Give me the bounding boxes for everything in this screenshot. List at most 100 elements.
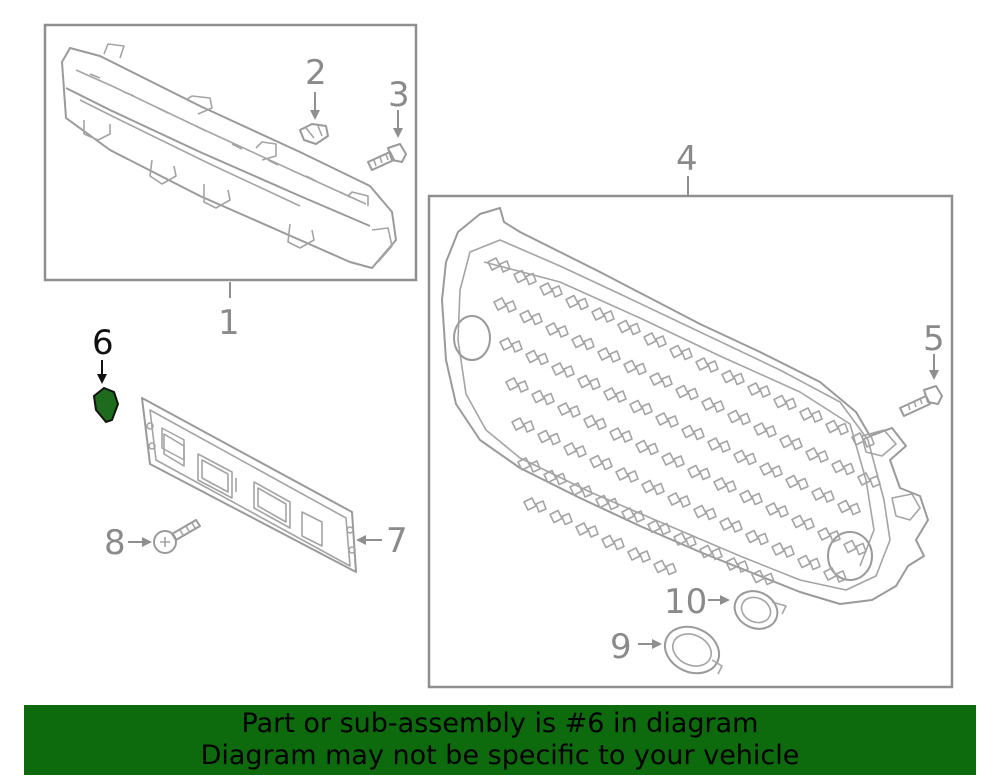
mesh-cell <box>747 382 771 398</box>
mesh-cell <box>699 544 723 561</box>
mesh-cell <box>517 457 541 473</box>
mesh-cell <box>721 369 745 386</box>
callout-10: 10 <box>664 582 707 622</box>
mesh-cell <box>621 507 645 523</box>
mesh-cell <box>595 494 619 511</box>
callout-3: 3 <box>388 75 410 115</box>
mesh-cell <box>487 257 511 273</box>
mesh-cell <box>661 452 685 468</box>
mesh-cell <box>675 384 699 401</box>
info-banner: Part or sub-assembly is #6 in diagram Di… <box>24 705 976 775</box>
mesh-cell <box>681 424 705 441</box>
mesh-cell <box>713 477 737 493</box>
mesh-cell <box>549 509 573 526</box>
mesh-cell <box>857 472 881 488</box>
mesh-cell <box>707 437 731 453</box>
mesh-cell <box>751 569 775 586</box>
mesh-cell <box>543 469 567 486</box>
mesh-cell <box>823 567 847 583</box>
mesh-cell <box>649 372 673 388</box>
banner-line-1: Part or sub-assembly is #6 in diagram <box>241 708 759 739</box>
mesh-cell <box>669 344 693 361</box>
mesh-cell <box>591 307 615 323</box>
mesh-cell <box>653 559 677 576</box>
mesh-cell <box>687 464 711 481</box>
mesh-cell <box>539 282 563 298</box>
mesh-cell <box>617 319 641 336</box>
mesh-cell <box>513 269 537 286</box>
mesh-cell <box>623 359 647 376</box>
callout-5: 5 <box>923 319 945 359</box>
banner-line-2: Diagram may not be specific to your vehi… <box>200 740 800 771</box>
parts-diagram: 1 2 3 4 5 6 7 8 9 10 <box>43 23 954 689</box>
screw-part-8 <box>153 519 201 554</box>
callout-2: 2 <box>305 53 327 93</box>
mesh-cell <box>571 334 595 351</box>
emblem-bracket-part-7 <box>141 397 357 573</box>
mesh-cell <box>577 374 601 391</box>
mesh-cell <box>603 387 627 403</box>
mesh-cell <box>499 337 523 353</box>
mesh-cell <box>785 474 809 491</box>
radiator-grille-part <box>441 207 929 605</box>
mesh-cell <box>565 294 589 311</box>
bracket-assembly-frame <box>43 23 418 282</box>
callout-9: 9 <box>610 627 632 667</box>
mesh-cell <box>739 489 763 506</box>
mesh-cell <box>629 399 653 416</box>
mesh-cell <box>643 332 667 348</box>
mesh-cell <box>725 557 749 573</box>
mesh-cell <box>805 447 829 463</box>
callout-7: 7 <box>386 521 408 561</box>
mesh-cell <box>615 467 639 483</box>
mesh-cell <box>647 519 671 536</box>
mesh-cell <box>771 542 795 558</box>
screw-part-5 <box>899 385 943 417</box>
mesh-cell <box>797 554 821 571</box>
mesh-cell <box>583 414 607 431</box>
mesh-cell <box>655 412 679 428</box>
mesh-cell <box>701 397 725 413</box>
screw-part-3 <box>367 143 407 171</box>
mesh-cell <box>641 479 665 496</box>
mesh-cell <box>601 534 625 551</box>
mesh-cell <box>511 417 535 433</box>
mesh-cell <box>523 497 547 513</box>
mesh-cell <box>545 322 569 338</box>
mesh-cell <box>811 487 835 503</box>
mesh-cell <box>773 394 797 411</box>
mesh-cell <box>695 357 719 373</box>
highlighted-part-6 <box>92 386 120 424</box>
mesh-cell <box>745 529 769 546</box>
callout-6: 6 <box>92 323 114 363</box>
mesh-cell <box>673 532 697 548</box>
mesh-cell <box>569 482 593 498</box>
mesh-cell <box>531 389 555 406</box>
mesh-cell <box>727 409 751 426</box>
mesh-cell <box>635 439 659 456</box>
mesh-cell <box>843 539 867 556</box>
mesh-cell <box>537 429 561 446</box>
mesh-cell <box>791 514 815 531</box>
mesh-cell <box>817 527 841 543</box>
mesh-cell <box>609 427 633 443</box>
grille-mesh <box>487 257 881 586</box>
mesh-cell <box>505 377 529 393</box>
callout-4: 4 <box>676 139 698 179</box>
mesh-cell <box>557 402 581 418</box>
mesh-cell <box>589 454 613 471</box>
grille-assembly-frame <box>427 194 954 689</box>
mesh-cell <box>719 517 743 533</box>
upper-bracket-part <box>61 43 397 269</box>
mesh-cell <box>851 432 875 448</box>
mesh-cell <box>837 499 861 516</box>
mesh-cell <box>693 504 717 521</box>
ring-part-10 <box>733 590 787 630</box>
mesh-cell <box>525 349 549 366</box>
mesh-cell <box>799 407 823 423</box>
mesh-cell <box>627 547 651 563</box>
mesh-cell <box>563 442 587 458</box>
ring-part-9 <box>663 625 723 675</box>
clip-part <box>299 123 329 145</box>
mesh-cell <box>759 462 783 478</box>
